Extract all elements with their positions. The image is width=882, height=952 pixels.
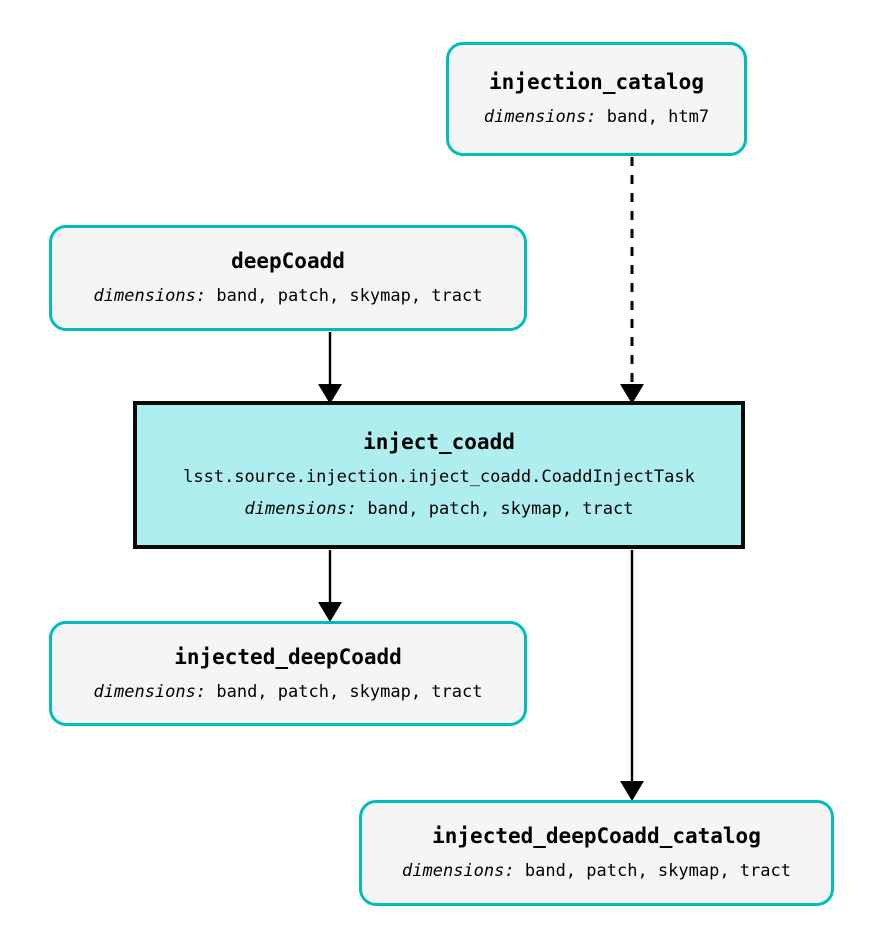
- dimensions-label: dimensions:: [93, 681, 207, 702]
- node-dimensions: dimensions: band, patch, skymap, tract: [94, 287, 483, 306]
- node-dimensions: dimensions: band, patch, skymap, tract: [93, 681, 483, 702]
- node-title: deepCoadd: [231, 249, 345, 274]
- edge-inject-coadd-to-injected-deepcoadd-catalog: [620, 550, 644, 801]
- dimensions-value: band, patch, skymap, tract: [524, 861, 791, 882]
- node-dimensions: dimensions: band, patch, skymap, tract: [402, 862, 791, 881]
- dimensions-label: dimensions:: [483, 107, 597, 128]
- dimensions-label: dimensions:: [402, 861, 515, 882]
- node-inject-coadd-task[interactable]: inject_coadd lsst.source.injection.injec…: [133, 401, 745, 549]
- node-title: injection_catalog: [489, 70, 704, 95]
- dimensions-value: band, patch, skymap, tract: [216, 681, 483, 702]
- node-injected-deepcoadd[interactable]: injected_deepCoadd dimensions: band, pat…: [49, 621, 527, 726]
- node-title: injected_deepCoadd_catalog: [432, 824, 761, 849]
- node-deepcoadd[interactable]: deepCoadd dimensions: band, patch, skyma…: [49, 225, 527, 331]
- dimensions-label: dimensions:: [244, 499, 358, 520]
- node-injection-catalog[interactable]: injection_catalog dimensions: band, htm7: [446, 42, 747, 156]
- dimensions-value: band, patch, skymap, tract: [216, 286, 483, 307]
- edge-deepcoadd-to-inject-coadd: [318, 332, 342, 404]
- node-dimensions: dimensions: band, htm7: [484, 108, 709, 127]
- node-injected-deepcoadd-catalog[interactable]: injected_deepCoadd_catalog dimensions: b…: [359, 800, 834, 906]
- node-dimensions: dimensions: band, patch, skymap, tract: [245, 500, 634, 519]
- edge-injection-catalog-to-inject-coadd: [620, 157, 644, 404]
- dimensions-value: band, htm7: [606, 107, 710, 128]
- dimensions-value: band, patch, skymap, tract: [367, 499, 634, 520]
- dimensions-label: dimensions:: [93, 286, 207, 307]
- node-title: injected_deepCoadd: [174, 644, 402, 669]
- node-title: inject_coadd: [363, 430, 515, 455]
- edge-inject-coadd-to-injected-deepcoadd: [318, 550, 342, 622]
- node-class-path: lsst.source.injection.inject_coadd.Coadd…: [183, 467, 695, 488]
